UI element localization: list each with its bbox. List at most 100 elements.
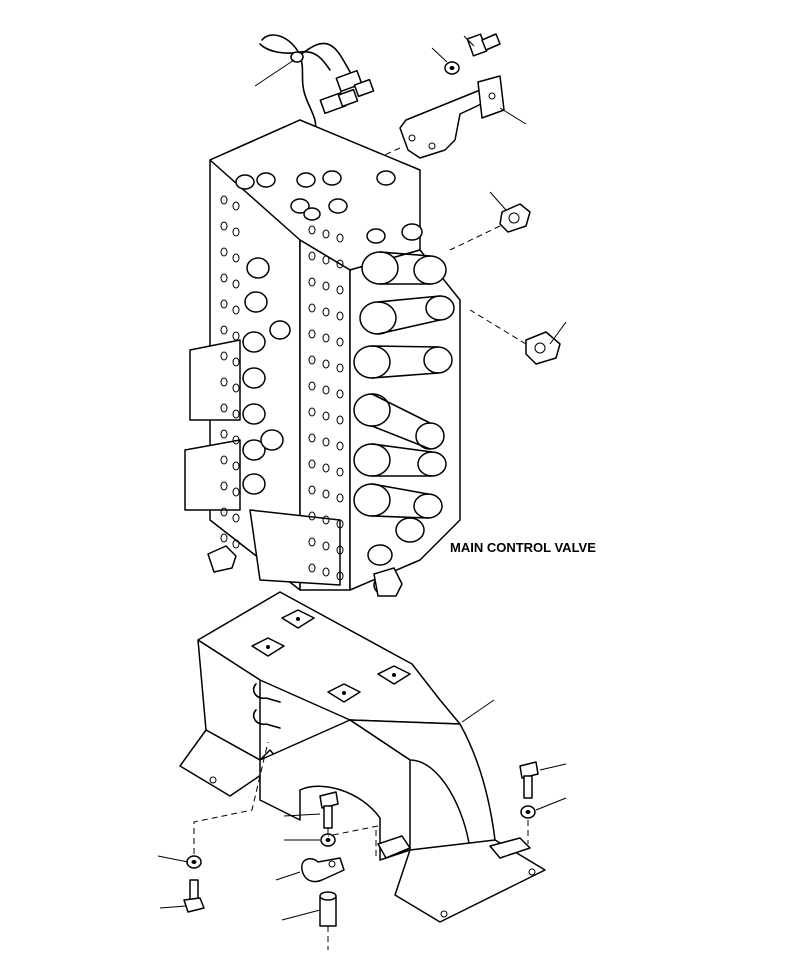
sensor-bracket — [399, 75, 505, 159]
mount-pads — [251, 609, 411, 703]
port-hole — [232, 409, 240, 419]
leader-mount-bolt-left — [159, 905, 187, 909]
port-hole — [336, 571, 344, 581]
pressure-sensor-2 — [525, 331, 561, 365]
port-hole — [220, 455, 228, 465]
port-hole — [322, 567, 330, 577]
leader-hose-clamp — [275, 871, 301, 881]
valve-mounting-bracket — [179, 591, 546, 923]
leader-bracket-bolt — [463, 35, 475, 47]
port-hole — [232, 513, 240, 523]
port-hole — [308, 407, 316, 417]
leader-spacer — [281, 909, 321, 921]
port-hole — [322, 255, 330, 265]
port-hole — [336, 519, 344, 529]
port-holes — [220, 195, 344, 581]
leader-mount-bracket — [461, 699, 495, 723]
pressure-sensor-1 — [499, 203, 531, 233]
port-hole — [308, 563, 316, 573]
sensor-2-dash — [469, 309, 527, 345]
sensor-1-dash — [449, 225, 501, 251]
center-assembly-dash — [327, 825, 379, 837]
port-hole — [308, 277, 316, 287]
port-hole — [336, 493, 344, 503]
mount-bolt-right — [519, 761, 539, 799]
foot-hole — [209, 776, 217, 784]
port-hole — [232, 461, 240, 471]
port-hole — [336, 545, 344, 555]
port-hole — [336, 259, 344, 269]
port-hole — [336, 389, 344, 399]
spacer — [319, 891, 337, 927]
fitting-left — [207, 545, 237, 573]
port-hole — [322, 437, 330, 447]
clamp-washer — [320, 833, 336, 847]
wire-harness — [259, 34, 375, 131]
port-hole — [336, 285, 344, 295]
port-hole — [220, 299, 228, 309]
leader-bracket — [499, 107, 527, 125]
port-hole — [220, 481, 228, 491]
port-hole — [336, 363, 344, 373]
left-assembly-dash — [193, 741, 269, 854]
port-hole — [322, 411, 330, 421]
port-hole — [308, 251, 316, 261]
port-hole — [232, 227, 240, 237]
top-bolts — [235, 170, 423, 244]
port-hole — [220, 429, 228, 439]
port-hole — [322, 541, 330, 551]
port-hole — [232, 253, 240, 263]
spool-caps-left — [242, 257, 291, 495]
port-hole — [232, 435, 240, 445]
port-hole — [336, 467, 344, 477]
mount-bolt-left — [183, 879, 205, 913]
bracket-bolt — [466, 33, 501, 57]
mount-washer-left — [186, 855, 202, 869]
port-hole — [220, 221, 228, 231]
port-hole — [308, 537, 316, 547]
leader-clamp-bolt — [283, 813, 321, 817]
clamp-bolt — [319, 791, 339, 829]
port-hole — [336, 311, 344, 321]
port-hole — [336, 337, 344, 347]
clip-slots — [252, 683, 281, 729]
leader-mount-washer-left — [157, 855, 189, 863]
foot-hole — [440, 910, 448, 918]
port-hole — [322, 515, 330, 525]
leader-mount-washer-right — [535, 797, 567, 811]
port-hole — [220, 273, 228, 283]
port-hole — [322, 385, 330, 395]
main-control-valve — [184, 119, 461, 597]
port-hole — [308, 355, 316, 365]
port-hole — [308, 485, 316, 495]
port-hole — [308, 329, 316, 339]
port-hole — [220, 351, 228, 361]
port-hole — [322, 489, 330, 499]
port-hole — [336, 415, 344, 425]
port-hole — [308, 225, 316, 235]
spool-bodies — [371, 251, 441, 519]
port-hole — [232, 305, 240, 315]
port-hole — [308, 459, 316, 469]
port-hole — [336, 441, 344, 451]
port-hole — [322, 333, 330, 343]
port-hole — [322, 281, 330, 291]
port-hole — [232, 357, 240, 367]
port-hole — [220, 507, 228, 517]
port-hole — [220, 533, 228, 543]
main-control-valve-label: MAIN CONTROL VALVE — [450, 540, 596, 555]
fitting-bottom — [373, 567, 403, 597]
port-hole — [232, 539, 240, 549]
leader-mount-bolt-right — [539, 763, 567, 771]
port-hole — [308, 511, 316, 521]
port-hole — [322, 463, 330, 473]
port-hole — [336, 233, 344, 243]
leader-harness — [254, 59, 295, 87]
hose-clamp — [301, 857, 345, 883]
port-hole — [232, 383, 240, 393]
port-hole — [220, 403, 228, 413]
port-hole — [232, 201, 240, 211]
port-hole — [220, 325, 228, 335]
port-hole — [232, 487, 240, 497]
